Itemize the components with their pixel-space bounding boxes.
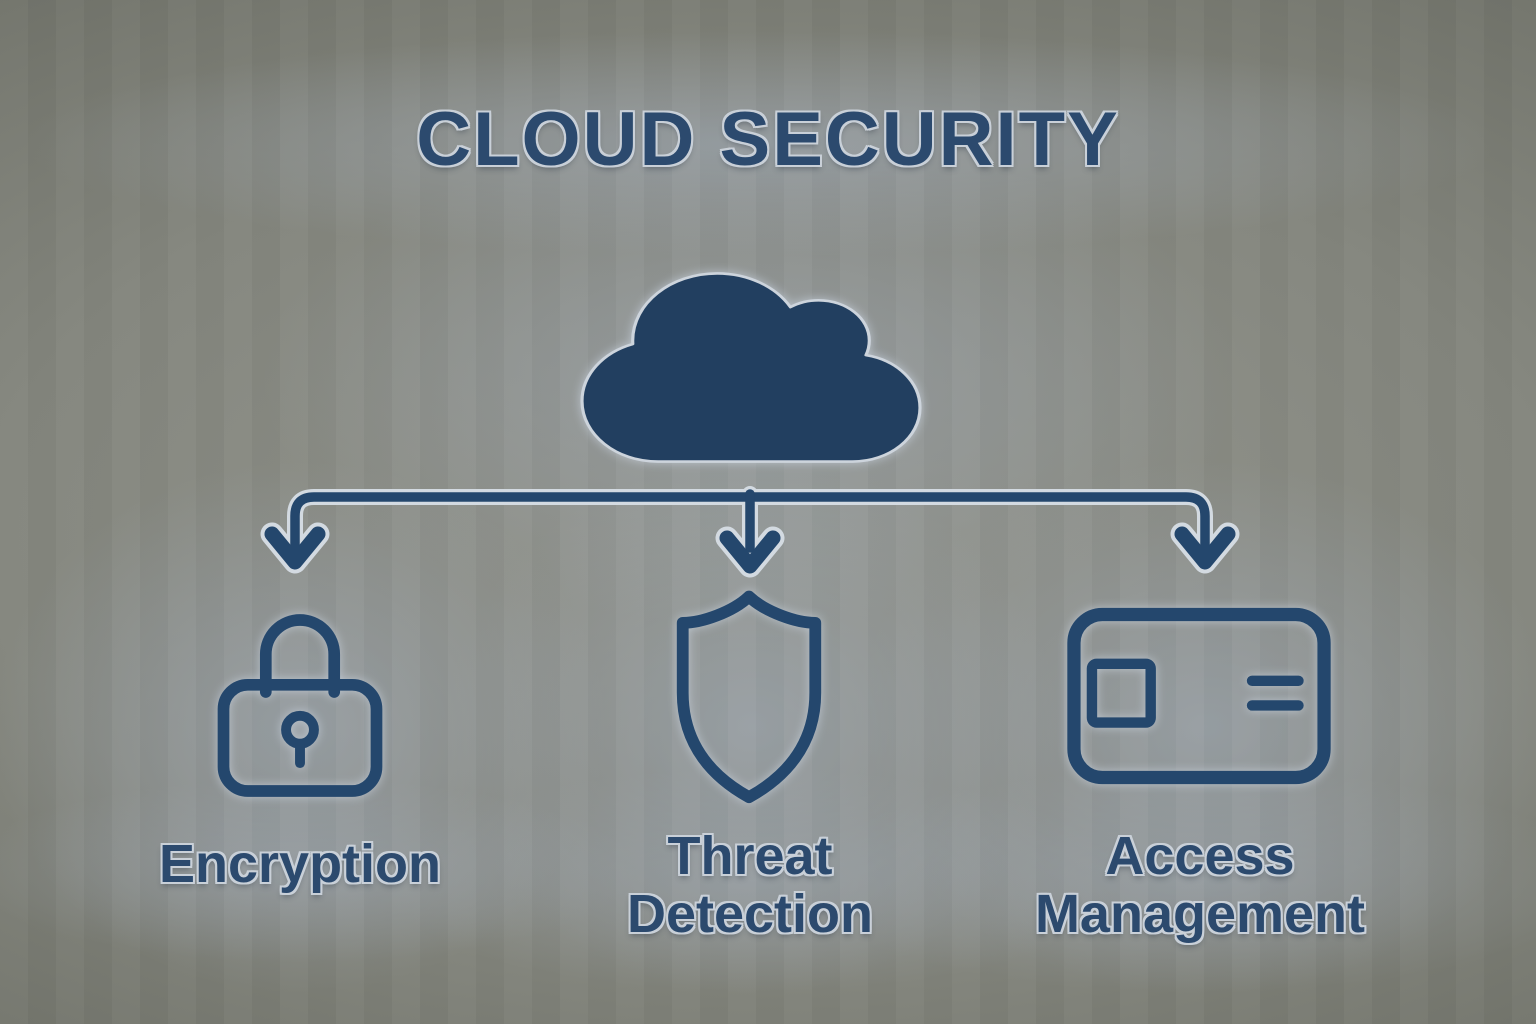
page-title: CLOUD SECURITY bbox=[416, 97, 1120, 182]
label-encryption: Encryption bbox=[158, 834, 442, 894]
id-card-icon bbox=[1067, 607, 1331, 785]
padlock-icon bbox=[217, 614, 383, 797]
shield-icon bbox=[676, 590, 822, 804]
label-threat-detection: Threat Detection bbox=[626, 826, 874, 944]
label-access-management: Access Management bbox=[1034, 826, 1366, 944]
cloud-icon bbox=[580, 272, 922, 463]
